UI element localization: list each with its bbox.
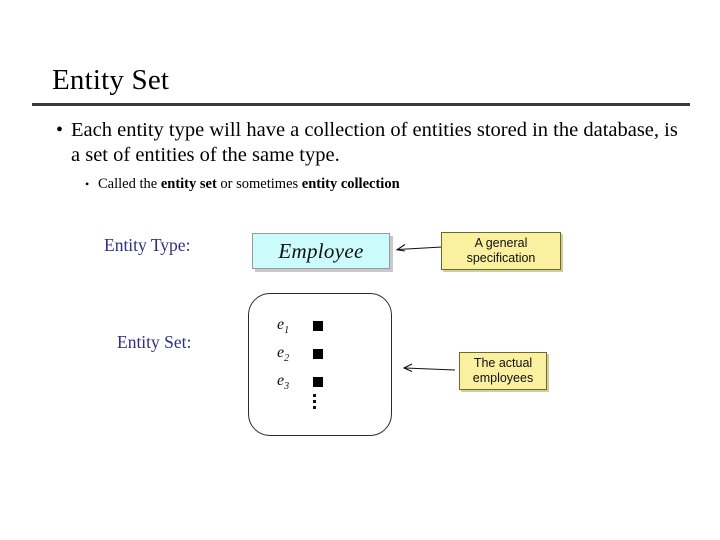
entity-square-icon — [313, 321, 323, 332]
entity-square-icon — [313, 349, 323, 360]
ellipsis-dot — [312, 406, 316, 409]
arrow-to-entity-set-icon — [402, 363, 456, 373]
vertical-ellipsis-icon — [312, 394, 316, 409]
entity-instance-subscript: 1 — [284, 325, 290, 337]
callout-actual-line-1: The actual — [473, 356, 533, 370]
entity-instance-row: e3 — [277, 372, 323, 392]
diagram-label-entity-set: Entity Set: — [117, 332, 192, 352]
entity-instance-subscript: 3 — [284, 381, 290, 393]
callout-general-line-2: specification — [466, 251, 536, 265]
callout-general-specification: A general specification — [441, 232, 561, 270]
callout-general-line-1: A general — [474, 236, 528, 250]
sub-bullet-emphasis-two: entity collection — [301, 176, 400, 192]
title-divider — [32, 103, 690, 106]
entity-instance-name: e — [277, 344, 285, 361]
entity-set-container: e1 e2 e3 — [248, 293, 392, 436]
entity-instance-name: e — [277, 372, 285, 389]
entity-instance-row: e2 — [277, 344, 323, 364]
entity-type-name: Employee — [278, 238, 364, 263]
ellipsis-dot — [312, 400, 316, 403]
bullet-marker-icon: • — [56, 119, 64, 141]
entity-square-icon — [313, 377, 323, 388]
entity-instance-label: e3 — [277, 372, 303, 392]
sub-bullet-text-middle: or sometimes — [216, 176, 302, 192]
entity-instance-row: e1 — [277, 316, 323, 336]
entity-instance-name: e — [277, 316, 285, 333]
diagram-label-entity-type: Entity Type: — [104, 235, 191, 255]
sub-bullet-emphasis-one: entity set — [160, 176, 217, 192]
page-title: Entity Set — [52, 64, 170, 96]
entity-instance-subscript: 2 — [284, 353, 290, 365]
entity-instance-label: e1 — [277, 316, 303, 336]
entity-instance-label: e2 — [277, 344, 303, 364]
callout-actual-line-2: employees — [472, 371, 534, 385]
bullet-marker-icon-secondary: • — [85, 177, 90, 191]
sub-bullet-text-before: Called the — [98, 176, 161, 192]
ellipsis-dot — [312, 394, 316, 397]
bullet-item-secondary: • Called the entity set or sometimes ent… — [82, 175, 652, 193]
bullet-item-primary: • Each entity type will have a collectio… — [52, 118, 682, 168]
callout-actual-employees: The actual employees — [459, 352, 547, 390]
entity-type-box: Employee — [252, 233, 390, 269]
entity-set-diagram: Entity Type: Entity Set: Employee A gene… — [0, 215, 720, 465]
arrow-to-entity-type-icon — [395, 244, 443, 252]
bullet-secondary-text: Called the entity set or sometimes entit… — [98, 175, 652, 193]
bullet-primary-text: Each entity type will have a collection … — [71, 119, 678, 166]
